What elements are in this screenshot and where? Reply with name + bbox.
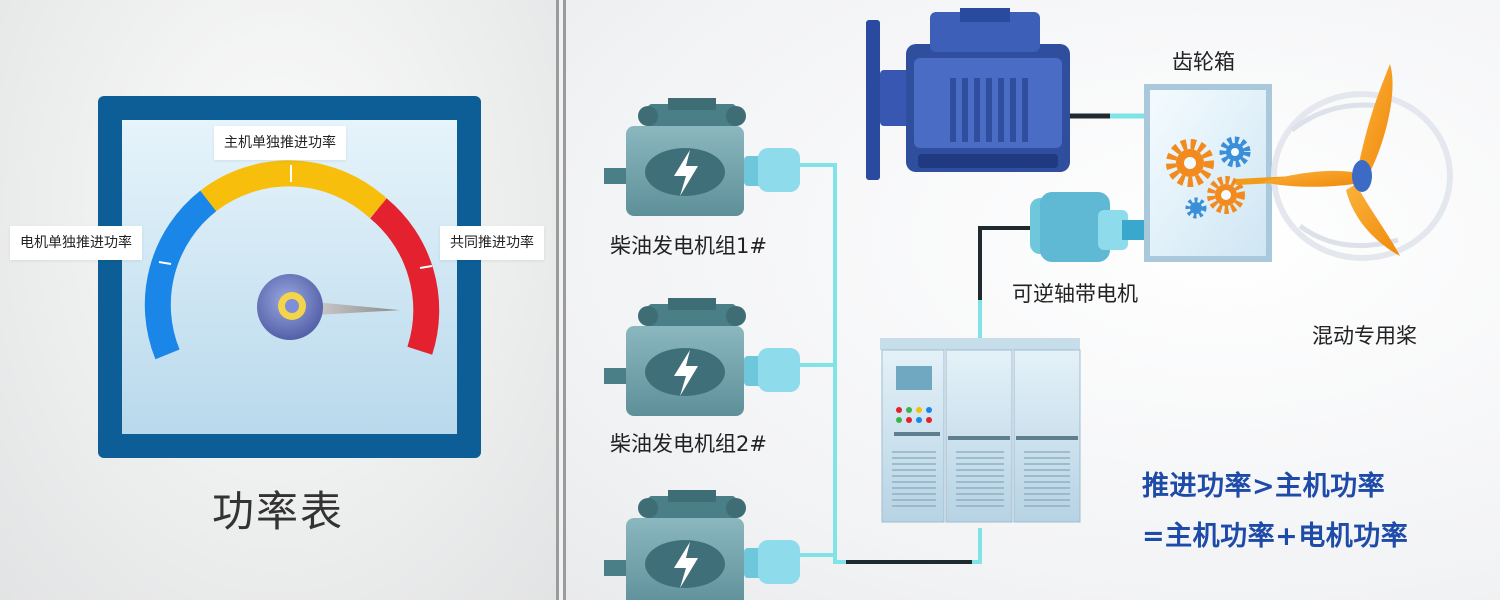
propeller <box>1235 64 1453 261</box>
caption-propeller: 混动专用桨 <box>1312 324 1417 348</box>
gear-icon <box>1166 139 1214 187</box>
caption-generator-2: 柴油发电机组2# <box>610 432 767 456</box>
meter-tick <box>419 265 433 269</box>
gear-icon <box>1219 136 1251 168</box>
control-screen <box>896 366 932 390</box>
cable-network <box>800 113 1146 564</box>
meter-label-right: 共同推进功率 <box>440 226 544 260</box>
gear-icon <box>1185 197 1207 219</box>
diesel-generator-2 <box>604 298 800 416</box>
switchboard <box>880 338 1081 523</box>
indicator-lights <box>896 407 932 423</box>
gear-icon <box>1207 176 1245 214</box>
meter-arc-yellow <box>200 160 388 219</box>
caption-gearbox: 齿轮箱 <box>1172 50 1235 74</box>
meter-label-top: 主机单独推进功率 <box>214 126 346 160</box>
power-meter <box>98 96 481 458</box>
meter-arc-red <box>369 198 440 355</box>
meter-arc-blue <box>144 190 217 360</box>
formula-line-1: 推进功率>主机功率 <box>1142 471 1386 502</box>
formula-line-2: =主机功率+电机功率 <box>1142 521 1409 552</box>
caption-shaft-motor: 可逆轴带电机 <box>1012 282 1138 306</box>
main-engine <box>866 8 1070 180</box>
diesel-generator-1 <box>604 98 800 216</box>
diesel-generator-3 <box>604 490 800 600</box>
reversible-shaft-motor <box>1030 192 1144 262</box>
meter-label-left: 电机单独推进功率 <box>10 226 142 260</box>
caption-generator-1: 柴油发电机组1# <box>610 234 767 258</box>
panel-divider <box>556 0 566 600</box>
meter-tick <box>158 261 172 265</box>
meter-knob-pin <box>285 299 299 313</box>
gearbox <box>1144 84 1272 262</box>
meter-title: 功率表 <box>211 487 344 536</box>
